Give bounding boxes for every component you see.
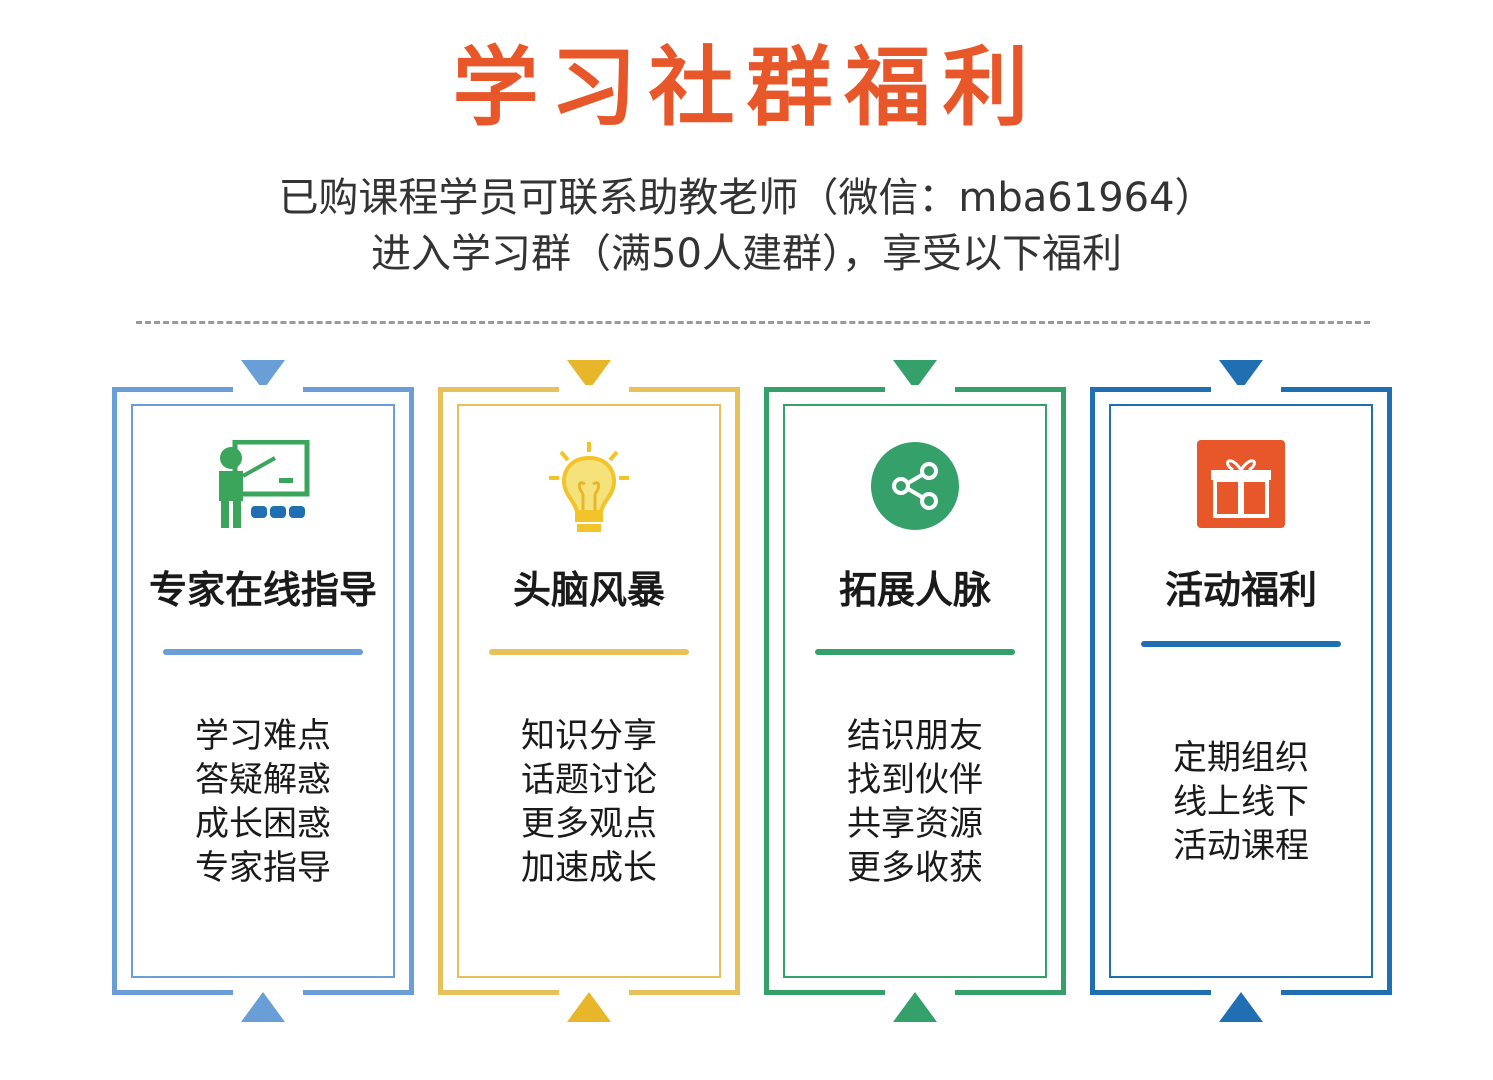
triangle-up-icon xyxy=(567,992,611,1022)
triangle-up-icon xyxy=(893,992,937,1022)
card-inner-frame xyxy=(1109,404,1373,978)
card-brainstorm: 头脑风暴 知识分享 话题讨论 更多观点 加速成长 xyxy=(438,360,740,1022)
card-inner-frame xyxy=(783,404,1047,978)
card-title-underline xyxy=(163,649,363,655)
card-line: 更多观点 xyxy=(521,804,657,844)
card-title: 活动福利 xyxy=(1164,568,1317,612)
share-network-icon xyxy=(865,440,965,540)
card-line: 共享资源 xyxy=(847,804,983,844)
card-line: 结识朋友 xyxy=(847,716,983,756)
triangle-up-icon xyxy=(241,992,285,1022)
card-expert-guidance: 专家在线指导 学习难点 答疑解惑 成长困惑 专家指导 xyxy=(112,360,414,1022)
card-title: 拓展人脉 xyxy=(838,568,991,612)
card-lines: 结识朋友 找到伙伴 共享资源 更多收获 xyxy=(764,714,1066,890)
card-line: 更多收获 xyxy=(847,848,983,888)
card-line: 加速成长 xyxy=(521,848,657,888)
card-activities: 活动福利 定期组织 线上线下 活动课程 xyxy=(1090,360,1392,1022)
dashed-divider xyxy=(136,321,1370,324)
teacher-presentation-icon xyxy=(213,439,313,540)
card-networking: 拓展人脉 结识朋友 找到伙伴 共享资源 更多收获 xyxy=(764,360,1066,1022)
page-subtitle: 已购课程学员可联系助教老师（微信：mba61964） 进入学习群（满50人建群）… xyxy=(0,170,1493,282)
card-line: 专家指导 xyxy=(195,848,331,888)
card-inner-frame xyxy=(457,404,721,978)
card-line: 活动课程 xyxy=(1173,826,1309,866)
card-line: 答疑解惑 xyxy=(195,760,331,800)
subtitle-line-2: 进入学习群（满50人建群），享受以下福利 xyxy=(371,231,1122,277)
card-inner-frame xyxy=(131,404,395,978)
triangle-up-icon xyxy=(1219,992,1263,1022)
card-lines: 定期组织 线上线下 活动课程 xyxy=(1090,736,1392,868)
card-lines: 学习难点 答疑解惑 成长困惑 专家指导 xyxy=(112,714,414,890)
card-line: 学习难点 xyxy=(195,716,331,756)
card-line: 知识分享 xyxy=(521,716,657,756)
card-title-underline xyxy=(489,649,689,655)
card-lines: 知识分享 话题讨论 更多观点 加速成长 xyxy=(438,714,740,890)
gift-icon xyxy=(1191,440,1291,540)
card-line: 找到伙伴 xyxy=(847,760,983,800)
subtitle-line-1: 已购课程学员可联系助教老师（微信：mba61964） xyxy=(278,175,1215,221)
card-line: 定期组织 xyxy=(1173,738,1309,778)
card-title-underline xyxy=(1141,641,1341,647)
page-title: 学习社群福利 xyxy=(452,38,1041,138)
card-title: 头脑风暴 xyxy=(512,568,665,612)
lightbulb-icon xyxy=(539,440,639,540)
card-title: 专家在线指导 xyxy=(148,568,377,612)
card-title-underline xyxy=(815,649,1015,655)
card-line: 话题讨论 xyxy=(521,760,657,800)
card-line: 线上线下 xyxy=(1173,782,1309,822)
card-line: 成长困惑 xyxy=(195,804,331,844)
